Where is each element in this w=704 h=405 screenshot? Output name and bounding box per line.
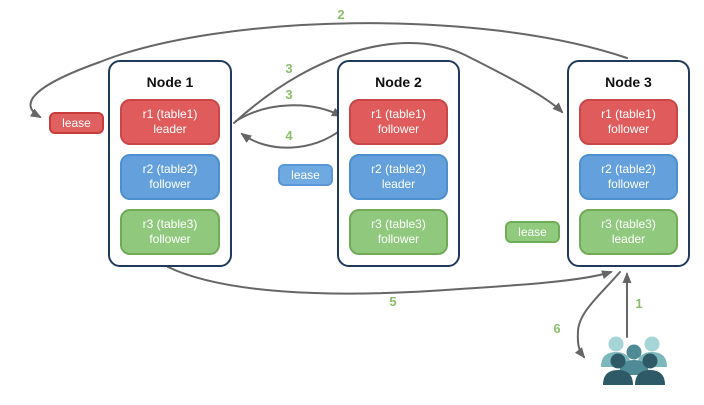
node-2-replica-r2: r2 (table2) leader bbox=[349, 154, 448, 200]
replica-name: r1 (table1) bbox=[601, 107, 656, 121]
node-1-replica-r2: r2 (table2) follower bbox=[120, 154, 220, 200]
node-1: Node 1 r1 (table1) leader r2 (table2) fo… bbox=[108, 60, 232, 267]
replica-name: r1 (table1) bbox=[142, 107, 198, 121]
node-3: Node 3 r1 (table1) follower r2 (table2) … bbox=[567, 60, 690, 267]
replica-name: r2 (table2) bbox=[371, 162, 426, 176]
node-1-title: Node 1 bbox=[146, 74, 194, 90]
step-label-3b: 3 bbox=[285, 87, 293, 102]
replica-name: r3 (table3) bbox=[142, 217, 198, 231]
node-3-replica-r3: r3 (table3) leader bbox=[579, 209, 678, 255]
replica-role: follower bbox=[149, 177, 191, 191]
replica-name: r1 (table1) bbox=[371, 107, 426, 121]
replica-role: follower bbox=[607, 122, 650, 136]
step-label-4: 4 bbox=[285, 128, 293, 143]
step-label-1: 1 bbox=[635, 296, 643, 311]
replica-role: follower bbox=[607, 177, 650, 191]
replica-role: leader bbox=[153, 122, 187, 136]
replica-role: follower bbox=[149, 232, 191, 246]
node-3-title: Node 3 bbox=[605, 74, 652, 90]
node-2-replica-r1: r1 (table1) follower bbox=[349, 99, 448, 145]
replica-name: r3 (table3) bbox=[601, 217, 656, 231]
node-2-title: Node 2 bbox=[375, 74, 422, 90]
arrow-step5-node1-to-node3 bbox=[167, 266, 613, 295]
step-label-3a: 3 bbox=[285, 61, 293, 76]
node-1-replica-r1: r1 (table1) leader bbox=[120, 99, 220, 145]
lease-badge-table1: lease bbox=[49, 112, 104, 134]
replica-role: follower bbox=[377, 122, 420, 136]
step-label-5: 5 bbox=[389, 294, 397, 309]
lease-badge-table2: lease bbox=[278, 164, 333, 186]
arrow-step3-node1-to-node2 bbox=[235, 104, 343, 122]
replica-name: r2 (table2) bbox=[601, 162, 656, 176]
arrow-step6-node3-to-users bbox=[574, 271, 621, 359]
node-1-replica-r3: r3 (table3) follower bbox=[120, 209, 220, 255]
replica-role: leader bbox=[611, 232, 646, 246]
replica-role: leader bbox=[381, 177, 416, 191]
node-2: Node 2 r1 (table1) follower r2 (table2) … bbox=[337, 60, 460, 267]
step-label-6: 6 bbox=[553, 321, 561, 336]
replica-role: follower bbox=[377, 232, 420, 246]
lease-badge-table3: lease bbox=[505, 221, 560, 243]
users-group-icon bbox=[601, 336, 667, 385]
node-3-replica-r2: r2 (table2) follower bbox=[579, 154, 678, 200]
replica-name: r2 (table2) bbox=[142, 162, 198, 176]
node-2-replica-r3: r3 (table3) follower bbox=[349, 209, 448, 255]
node-3-replica-r1: r1 (table1) follower bbox=[579, 99, 678, 145]
step-label-2: 2 bbox=[337, 7, 345, 22]
replica-name: r3 (table3) bbox=[371, 217, 426, 231]
